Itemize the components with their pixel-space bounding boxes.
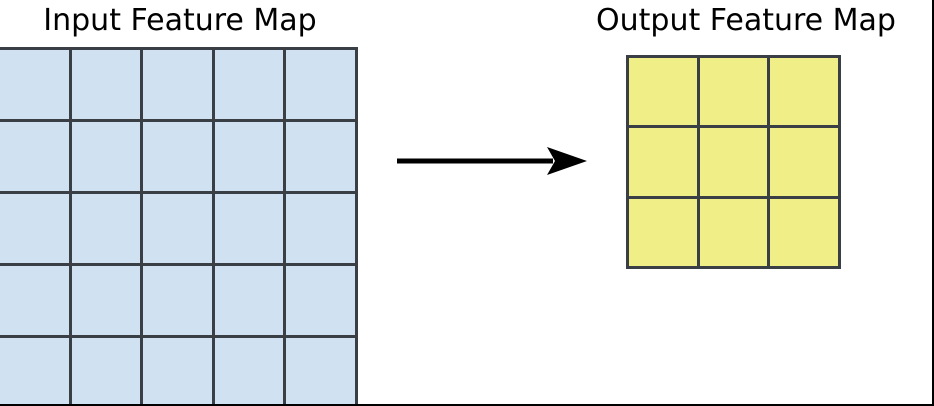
input-feature-map-cell (143, 266, 212, 335)
input-feature-map-cell (71, 50, 141, 119)
input-feature-map-cell (214, 122, 284, 191)
arrow-head-icon (547, 147, 587, 175)
input-feature-map-cell (0, 122, 69, 191)
input-feature-map-title: Input Feature Map (43, 3, 317, 38)
input-feature-map-cell (143, 338, 212, 404)
output-feature-map-cell (699, 198, 768, 266)
output-feature-map-grid (626, 55, 841, 269)
input-feature-map-cell (143, 50, 212, 119)
output-feature-map-cell (770, 128, 838, 196)
input-feature-map-cell (214, 194, 284, 263)
output-feature-map-cell (770, 198, 838, 266)
output-feature-map-title: Output Feature Map (596, 3, 896, 38)
input-feature-map-cell (71, 266, 141, 335)
transformation-arrow (397, 147, 587, 175)
output-feature-map-cell (699, 128, 768, 196)
input-feature-map-cell (286, 194, 355, 263)
input-feature-map-cell (143, 194, 212, 263)
input-feature-map-cell (286, 50, 355, 119)
output-feature-map-cell (770, 58, 838, 126)
input-feature-map-grid (0, 47, 358, 404)
input-feature-map-cell (0, 50, 69, 119)
input-feature-map-cell (286, 266, 355, 335)
input-feature-map-cell (143, 122, 212, 191)
input-feature-map-cell (214, 266, 284, 335)
input-feature-map-cell (71, 338, 141, 404)
output-feature-map-cell (629, 198, 697, 266)
output-feature-map-cell (629, 128, 697, 196)
input-feature-map-cell (0, 338, 69, 404)
input-feature-map-cell (0, 194, 69, 263)
input-feature-map-cell (214, 338, 284, 404)
input-feature-map-cell (71, 194, 141, 263)
input-feature-map-cell (286, 122, 355, 191)
output-feature-map-cell (699, 58, 768, 126)
input-feature-map-cell (286, 338, 355, 404)
input-feature-map-cell (0, 266, 69, 335)
input-feature-map-cell (71, 122, 141, 191)
input-feature-map-cell (214, 50, 284, 119)
output-feature-map-cell (629, 58, 697, 126)
